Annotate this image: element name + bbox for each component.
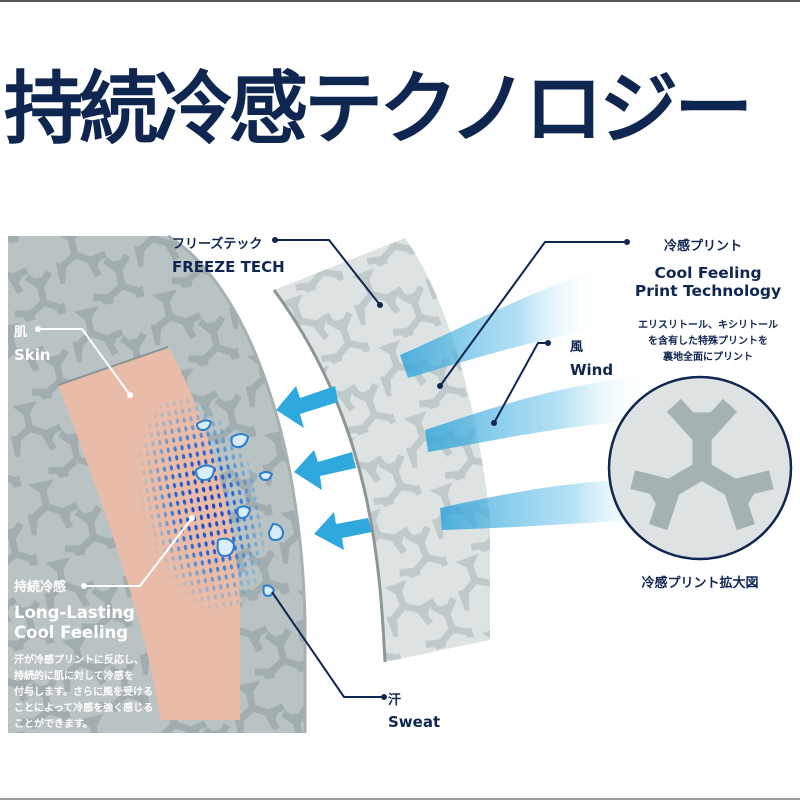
- freeze-tech-en: FREEZE TECH: [172, 258, 285, 276]
- sweat-en: Sweat: [388, 713, 441, 731]
- cool-print-jp: 冷感プリント: [664, 239, 743, 254]
- wind-stream-1: [400, 270, 600, 378]
- skin-label: 肌 Skin: [14, 321, 51, 364]
- print-zoom-circle: [607, 375, 793, 561]
- wind-stream-3: [440, 478, 660, 530]
- skin-en: Skin: [14, 346, 51, 364]
- wind-jp: 風: [570, 340, 584, 355]
- print-zoom-caption: 冷感プリント拡大図: [641, 576, 759, 591]
- freeze-tech-jp: フリーズテック: [172, 237, 263, 252]
- wind-label: 風 Wind: [570, 336, 613, 379]
- skin-jp: 肌: [14, 325, 28, 340]
- wind-en: Wind: [570, 361, 614, 379]
- wind-arrows: [276, 386, 372, 550]
- bottom-border: [0, 798, 800, 800]
- long-lasting-en: Long-Lasting Cool Feeling: [14, 603, 135, 642]
- freeze-tech-label: フリーズテック FREEZE TECH: [172, 233, 285, 276]
- sweat-jp: 汗: [388, 693, 402, 708]
- sweat-label: 汗 Sweat: [388, 689, 440, 731]
- long-lasting-label: 持続冷感 Long-Lasting Cool Feeling 汗が冷感プリントに…: [14, 576, 153, 733]
- wind-stream-2: [425, 375, 650, 452]
- long-lasting-description: 汗が冷感プリントに反応し、 持続的に肌に対して冷感を 付与します。さらに風を受け…: [14, 655, 154, 730]
- page-title: 持続冷感テクノロジー: [4, 63, 753, 155]
- cool-print-en: Cool Feeling Print Technology: [634, 264, 782, 300]
- sweat-droplets: [194, 419, 285, 598]
- top-border: [0, 0, 800, 2]
- long-lasting-jp: 持続冷感: [14, 580, 67, 595]
- cool-print-description: エリスリトール、キシリトール を含有した特殊プリントを 裏地全面にプリント: [638, 320, 778, 363]
